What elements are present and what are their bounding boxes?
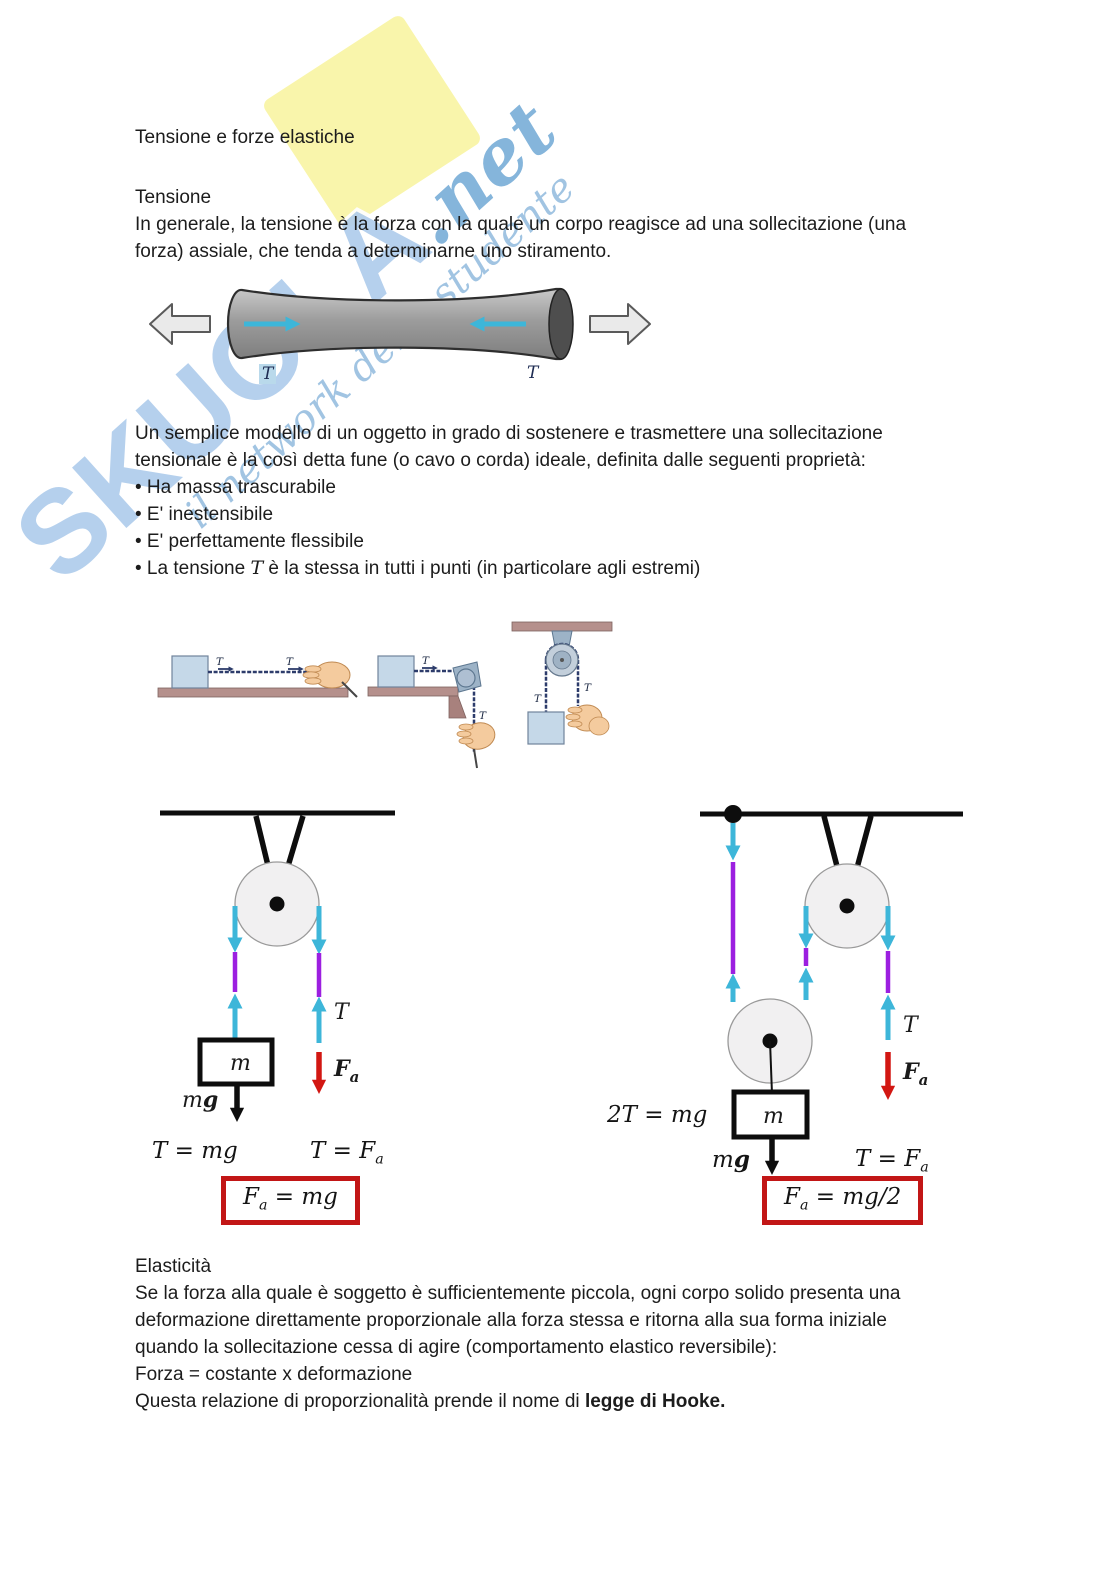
bullet-mass: • Ha massa trascurabile [135,477,336,498]
svg-text:T: T [422,655,430,667]
rod-tension-figure [149,287,651,361]
tension-label: T [334,1000,351,1025]
table-surface [157,687,349,698]
hand [456,722,496,769]
rod-tension-label-right: T [527,363,539,383]
hand [302,661,358,698]
block [171,655,209,689]
svg-text:T: T [534,693,542,705]
applied-force-label: Fa [902,1059,928,1089]
svg-text:T: T [479,710,487,722]
elasticity-closing: Questa relazione di proporzionalità pren… [135,1391,726,1412]
applied-arrow-left [149,303,211,345]
result-box-right: Fa = mg/2 [762,1176,924,1225]
svg-text:T: T [286,656,294,668]
block [377,655,415,688]
elasticity-line-2: deformazione direttamente proporzionale … [135,1310,887,1331]
hooke-law-bold: legge di Hooke. [584,1391,726,1412]
weight-label-right: mg [712,1146,750,1173]
elasticity-line-3: quando la sollecitazione cessa di agire … [135,1337,778,1358]
mass-label: m [763,1104,784,1129]
applied-force-label: Fa [333,1056,359,1086]
rope-examples-figure: T T T T [157,621,613,769]
svg-text:T: T [216,656,224,668]
table-surface [367,686,459,697]
ceiling [511,621,613,632]
pulley [456,668,476,688]
elasticity-heading: Elasticità [135,1256,212,1277]
result-box-left: Fa = mg [221,1176,360,1225]
table-edge [448,695,467,719]
rope-tail [473,748,478,769]
mass-block [731,1089,810,1140]
block [527,711,565,745]
bullet-flexible: • E' perfettamente flessibile [135,531,364,552]
page-title: Tensione e forze elastiche [135,127,355,148]
equation-2t-mg: 2T = mg [607,1102,708,1128]
rope-model-line-1: Un semplice modello di un oggetto in gra… [135,423,883,444]
figure-hanging-pulley: T T [511,621,613,745]
equation-t-mg: T = mg [152,1138,238,1164]
equation-t-fa-right: T = Fa [855,1146,929,1176]
figure-block-pulled-on-table: T T [157,655,358,698]
equation-t-fa: T = Fa [310,1138,384,1168]
rope-model-section: Un semplice modello di un oggetto in gra… [135,420,883,582]
tension-heading: Tensione [135,187,212,208]
pulley-axle [269,896,285,912]
rope-tail [341,681,358,698]
anchor-point [724,805,742,823]
elasticity-line-1: Se la forza alla quale è soggetto è suff… [135,1283,901,1304]
fixed-pulley-diagram: m mg T Fa [160,810,395,1123]
rod-tension-label-left: T [259,364,277,384]
figure-pulley-table-edge: T T [367,655,496,769]
tension-line-2: forza) assiale, che tenda a determinarne… [135,241,612,262]
mass-label: m [230,1051,251,1076]
pulley-block-link [769,1040,773,1095]
rope-model-line-2: tensionale è la così detta fune (o cavo … [135,450,866,471]
weight-label: mg [182,1087,218,1113]
wrist [588,716,610,736]
tension-line-1: In generale, la tensione è la forza con … [135,214,907,235]
bullet-tension-same: • La tensione T è la stessa in tutti i p… [135,557,701,579]
tension-section: Tensione In generale, la tensione è la f… [135,184,906,265]
elasticity-section: Elasticità Se la forza alla quale è sogg… [135,1253,900,1415]
movable-pulley-diagram: T Fa m [700,805,963,1176]
applied-arrow-right [589,303,651,345]
bullet-inextensible: • E' inestensibile [135,504,274,525]
tension-label: T [903,1013,920,1038]
hand [565,704,610,736]
rod-end-cap [548,288,574,360]
elasticity-formula: Forza = costante x deformazione [135,1364,413,1385]
rod-tension-label-left-text: T [259,364,277,384]
svg-text:T: T [584,682,592,694]
